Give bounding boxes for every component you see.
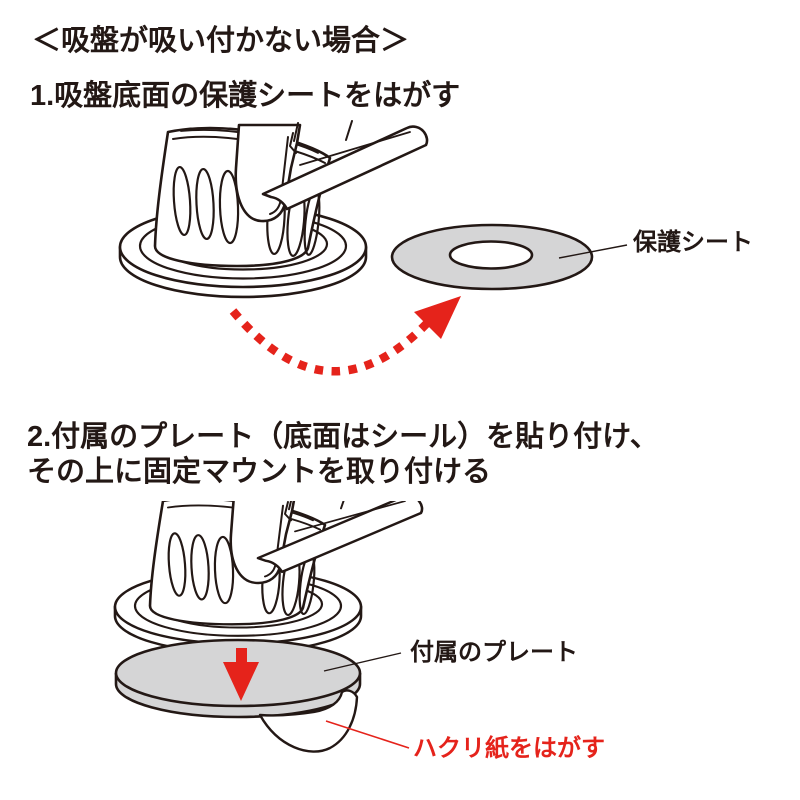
suction-cup-drawing-2 — [113, 501, 424, 655]
protective-sheet-label: 保護シート — [633, 229, 753, 256]
step1-heading: 1.吸盤底面の保護シートをはがす — [30, 80, 461, 112]
suction-cup-drawing-1 — [118, 119, 429, 299]
page-title: ＜吸盤が吸い付かない場合＞ — [32, 25, 410, 57]
plate-pointer-line — [323, 652, 402, 672]
release-paper-label: ハクリ紙をはがす — [413, 735, 605, 762]
protective-sheet-pointer-line — [558, 244, 628, 259]
release-paper-flap — [258, 689, 359, 753]
step2-heading-line2: その上に固定マウントを取り付ける — [27, 456, 492, 488]
protective-sheet-disc — [390, 223, 594, 291]
plate-label: 付属のプレート — [410, 639, 578, 666]
red-down-arrow-icon — [223, 648, 259, 701]
figure2 — [113, 501, 424, 753]
red-dotted-curved-arrow-icon — [229, 296, 461, 376]
release-paper-pointer-line — [325, 720, 410, 749]
step2-heading-line1: 2.付属のプレート（底面はシール）を貼り付け、 — [27, 421, 659, 453]
figure1 — [118, 119, 628, 376]
